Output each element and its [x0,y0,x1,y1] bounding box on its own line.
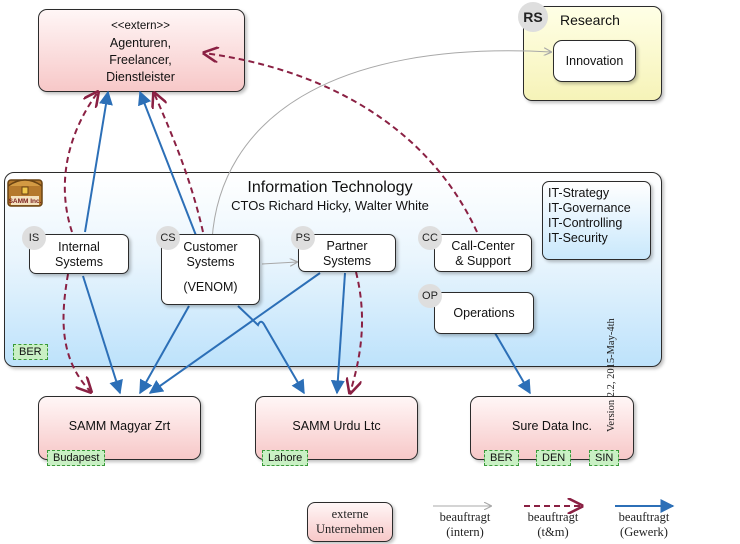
legend-extern-label: externe Unternehmen [308,507,392,537]
extern-line1: Agenturen, [109,36,172,50]
legend-tm-line2: (t&m) [537,525,569,539]
it-security-label: IT-Security [548,231,608,245]
it-title: Information Technology [247,179,413,196]
legend-tm-line1: beauftragt [527,510,579,524]
call-center-line2: & Support [455,254,511,268]
internal-systems-line2: Systems [55,255,103,269]
legend-extern-line1: externe [331,507,369,521]
extern-line2: Freelancer, [109,53,172,67]
legend-intern-line2: (intern) [446,525,484,539]
customer-systems-line1: Customer [183,240,238,254]
version-label: Version 2.2, 2015-May-4th [606,318,617,432]
call-center-line1: Call-Center [451,239,515,253]
svg-text:SAMM Inc.: SAMM Inc. [9,198,42,205]
sure-data-sin-tag: SIN [589,450,620,466]
samm-logo-chest-icon: SAMM Inc. [7,179,43,207]
it-controlling-label: IT-Controlling [548,216,623,230]
operations-label: Operations [453,306,515,320]
legend-extern-line2: Unternehmen [315,522,385,536]
samm-urdu-label: SAMM Urdu Ltc [292,419,381,433]
it-location-tag: BER [13,344,48,360]
samm-magyar-box[interactable]: SAMM Magyar Zrt [38,396,201,460]
call-center-box[interactable]: Call-Center & Support [434,234,532,272]
budapest-tag: Budapest [47,450,106,466]
it-subtitle: CTOs Richard Hicky, Walter White [231,198,429,213]
customer-systems-badge: CS [156,226,180,250]
sure-data-ber-tag: BER [484,450,519,466]
legend-intern-line1: beauftragt [439,510,491,524]
samm-urdu-box[interactable]: SAMM Urdu Ltc [255,396,418,460]
customer-systems-line3: (VENOM) [183,280,238,294]
legend-intern-label: beauftragt (intern) [425,510,505,540]
operations-badge: OP [418,284,442,308]
extern-box-label: <<extern>> Agenturen, Freelancer, Dienst… [38,18,243,86]
it-strategy-label: IT-Strategy [548,186,610,200]
innovation-box[interactable]: Innovation [553,40,636,82]
call-center-badge: CC [418,226,442,250]
legend-gewerk-label: beauftragt (Gewerk) [602,510,686,540]
customer-systems-box[interactable]: Customer Systems (VENOM) [161,234,260,305]
internal-systems-line1: Internal [58,240,100,254]
partner-systems-badge: PS [291,226,315,250]
it-governance-box[interactable]: IT-Strategy IT-Governance IT-Controlling… [542,181,651,260]
innovation-label: Innovation [565,54,624,68]
research-badge: RS [518,2,548,32]
extern-stereotype: <<extern>> [111,20,170,32]
it-governance-label: IT-Governance [548,201,631,215]
sure-data-label: Sure Data Inc. [512,419,592,433]
sure-data-den-tag: DEN [536,450,572,466]
legend-gewerk-line2: (Gewerk) [620,525,668,539]
lahore-tag: Lahore [262,450,309,466]
legend-extern-box: externe Unternehmen [307,502,393,542]
partner-systems-line1: Partner [326,239,368,253]
legend-gewerk-line1: beauftragt [618,510,670,524]
samm-magyar-label: SAMM Magyar Zrt [68,419,171,433]
partner-systems-line2: Systems [323,254,371,268]
customer-systems-line2: Systems [186,255,235,269]
operations-box[interactable]: Operations [434,292,534,334]
research-title: Research [560,12,620,28]
legend-tm-label: beauftragt (t&m) [513,510,593,540]
extern-line3: Dienstleister [106,70,175,84]
internal-systems-badge: IS [22,226,46,250]
